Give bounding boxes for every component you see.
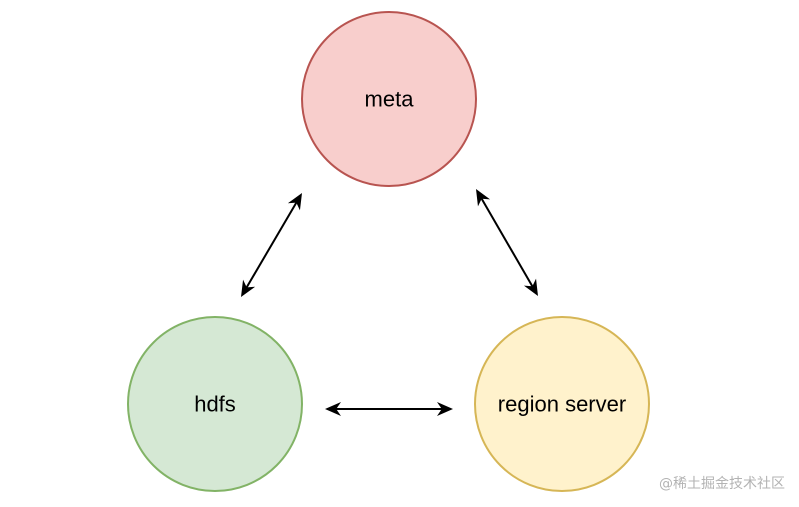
edge-meta-hdfs [241, 193, 302, 297]
node-hdfs-circle [127, 316, 303, 492]
arrowhead [476, 189, 491, 207]
node-meta-circle [301, 11, 477, 187]
node-meta: meta [301, 11, 477, 187]
arrowhead [287, 193, 302, 211]
edge-meta-region-server [476, 189, 538, 296]
node-meta-label: meta [365, 87, 415, 112]
edge-line [244, 199, 299, 291]
edge-line [479, 195, 535, 290]
watermark-text: @稀土掘金技术社区 [659, 476, 785, 492]
arrowhead [523, 278, 538, 296]
arrowhead [325, 402, 341, 416]
node-hdfs: hdfs [127, 316, 303, 492]
node-region-server: region server [474, 316, 650, 492]
node-region-server-circle [474, 316, 650, 492]
arrowhead [241, 279, 256, 297]
node-region-server-label: region server [498, 392, 626, 417]
node-hdfs-label: hdfs [194, 392, 236, 417]
edge-hdfs-region-server [325, 402, 453, 416]
arrowhead [437, 402, 453, 416]
